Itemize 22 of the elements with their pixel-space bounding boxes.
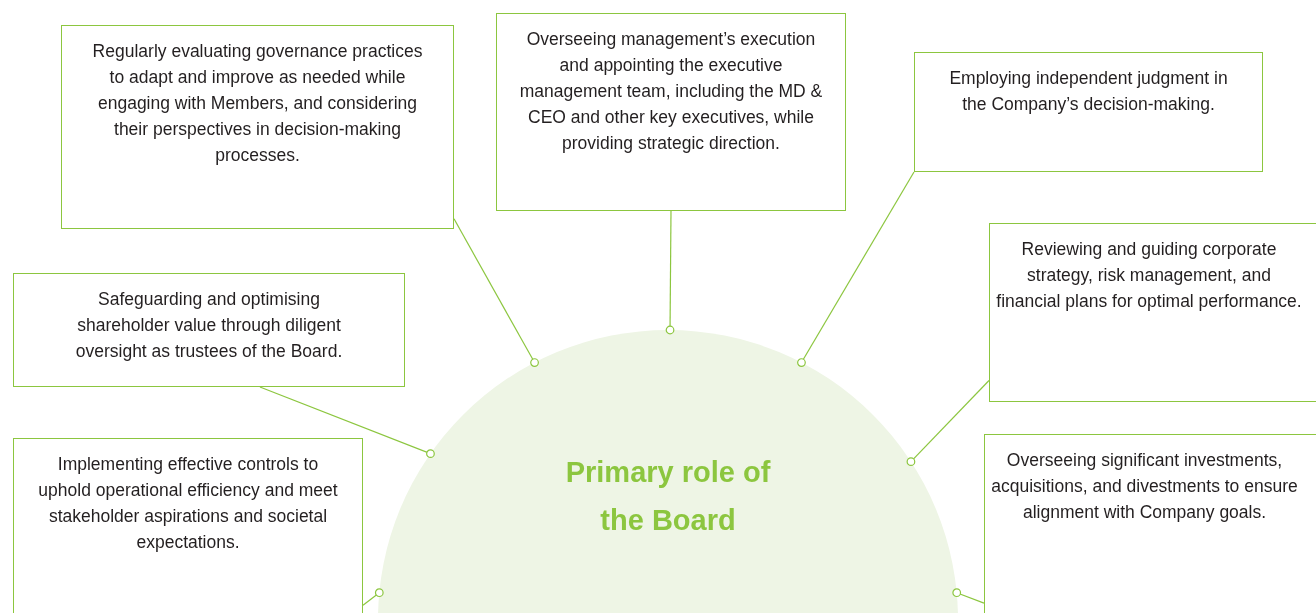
connector-line — [906, 379, 990, 467]
text-box — [914, 52, 1263, 172]
text-box — [989, 223, 1316, 402]
connector-line — [952, 588, 985, 604]
box-text: Reviewing and guiding corporate strategy, risk management, and financial plans for optimal performance. — [996, 238, 1302, 313]
box-text: Overseeing management’s execution and appointing the executive management team, including the MD & CEO and other key executives, while providing strategic direction. — [519, 28, 823, 155]
connector-line — [797, 171, 915, 367]
text-box — [13, 273, 405, 387]
center-title: Primary role of the Board — [564, 455, 772, 538]
text-box — [61, 25, 454, 229]
text-box — [984, 434, 1316, 613]
text-box — [13, 438, 363, 613]
connector-line — [665, 210, 675, 335]
connector-line — [259, 386, 435, 459]
box-text: Employing independent judgment in the Company’s decision-making. — [948, 67, 1229, 116]
box-text: Overseeing significant investments, acquisitions, and divestments to ensure alignment with Company goals. — [991, 449, 1298, 524]
connector-line — [453, 218, 539, 367]
connector-line — [362, 588, 384, 606]
text-box — [496, 13, 846, 211]
box-text: Safeguarding and optimising shareholder value through diligent oversight as trustees of the Board. — [74, 288, 344, 363]
box-text: Implementing effective controls to uphold operational efficiency and meet stakeholder aspirations and societal expectations. — [37, 453, 339, 554]
box-text: Regularly evaluating governance practices to adapt and improve as needed while engaging with Members, and considering their perspectives in decision-making processes. — [91, 40, 424, 167]
